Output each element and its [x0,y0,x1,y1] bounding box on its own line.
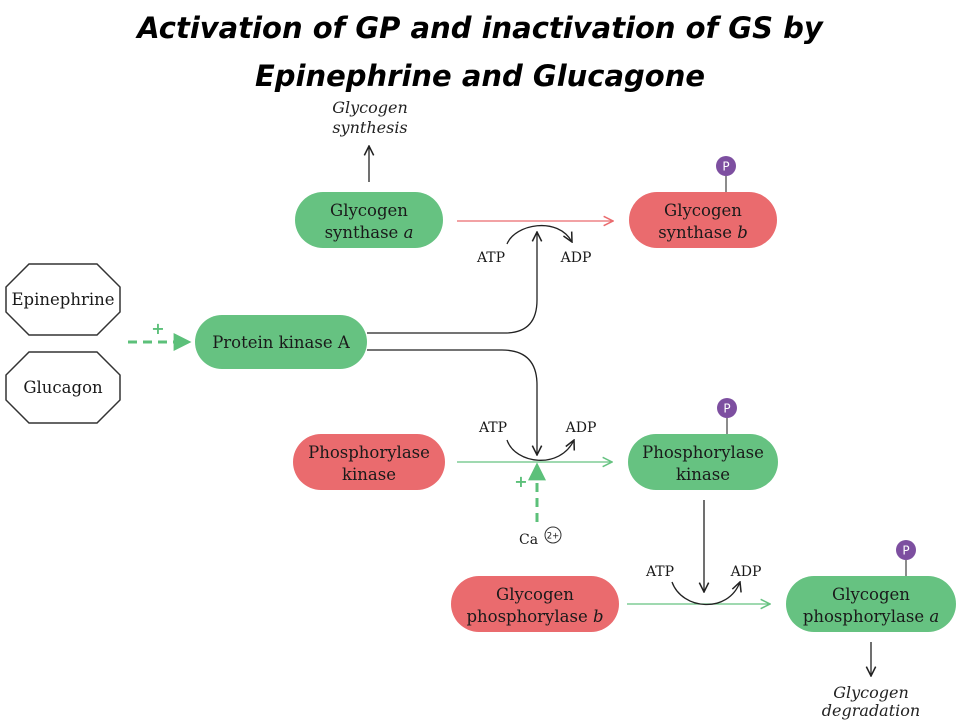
synthase-adp-label: ADP [560,250,592,266]
phosphate-icon: P [716,156,736,192]
phosphorylase-kinase-inactive-node: Phosphorylase kinase [293,434,445,490]
glycogen-synthesis-line2: synthesis [332,118,407,137]
glucagon-node: Glucagon [5,351,121,424]
glycogen-synthase-a-line2: synthase a [325,223,414,242]
phosphorylase-adp-label: ADP [730,564,762,580]
kinase-atp-adp-arc [506,440,574,461]
hormone-plus-sign: + [151,319,164,338]
title-line-2: Epinephrine and Glucagone [254,59,706,93]
phosphorylase-kinase-inactive-line2: kinase [342,465,396,484]
kinase-adp-label: ADP [565,420,597,436]
protein-kinase-a-label: Protein kinase A [212,333,351,352]
glycogen-degradation-line2: degradation [822,701,920,720]
glycogen-synthase-b-line2: synthase b [658,223,748,242]
svg-text:P: P [902,544,909,558]
glycogen-phosphorylase-a-line1: Glycogen [832,585,910,604]
glycogen-phosphorylase-a-line2: phosphorylase a [803,607,939,626]
glycogen-phosphorylase-a-node: Glycogen phosphorylase a [786,576,956,632]
glycogen-synthesis-line1: Glycogen [332,98,408,117]
phosphorylase-kinase-inactive-line1: Phosphorylase [308,443,430,462]
glycogen-phosphorylase-b-node: Glycogen phosphorylase b [451,576,619,632]
phosphorylase-atp-label: ATP [645,564,674,580]
glycogen-synthase-a-node: Glycogen synthase a [295,192,443,248]
pka-to-kinase-arrow [367,349,537,455]
epinephrine-node: Epinephrine [5,263,121,336]
svg-text:P: P [722,160,729,174]
slide-title: Activation of GP and inactivation of GS … [0,4,960,100]
kinase-atp-label: ATP [478,420,507,436]
epinephrine-label: Epinephrine [11,290,114,309]
synthase-atp-label: ATP [476,250,505,266]
phosphate-icon: P [896,540,916,576]
pka-to-synthase-arrow [367,232,537,334]
svg-text:P: P [723,402,730,416]
calcium-charge-circle [544,526,562,544]
phosphorylase-kinase-active-line1: Phosphorylase [642,443,764,462]
calcium-charge-label: 2+ [547,532,560,542]
protein-kinase-a-node: Protein kinase A [195,315,367,369]
phosphorylase-atp-adp-arc [671,582,740,606]
glycogen-phosphorylase-b-line2: phosphorylase b [466,607,603,626]
glycogen-synthase-a-line1: Glycogen [330,201,408,220]
phosphate-icon: P [717,398,737,434]
title-line-1: Activation of GP and inactivation of GS … [137,11,823,45]
glucagon-label: Glucagon [23,378,103,397]
calcium-plus-sign: + [514,472,527,491]
synthase-atp-adp-arc [506,225,572,245]
glycogen-synthase-b-line1: Glycogen [664,201,742,220]
calcium-label: Ca [519,532,538,548]
glycogen-synthase-b-node: Glycogen synthase b [629,192,777,248]
phosphorylase-kinase-active-line2: kinase [676,465,730,484]
glycogen-degradation-line1: Glycogen [833,683,909,702]
phosphorylase-kinase-active-node: Phosphorylase kinase [628,434,778,490]
glycogen-phosphorylase-b-line1: Glycogen [496,585,574,604]
